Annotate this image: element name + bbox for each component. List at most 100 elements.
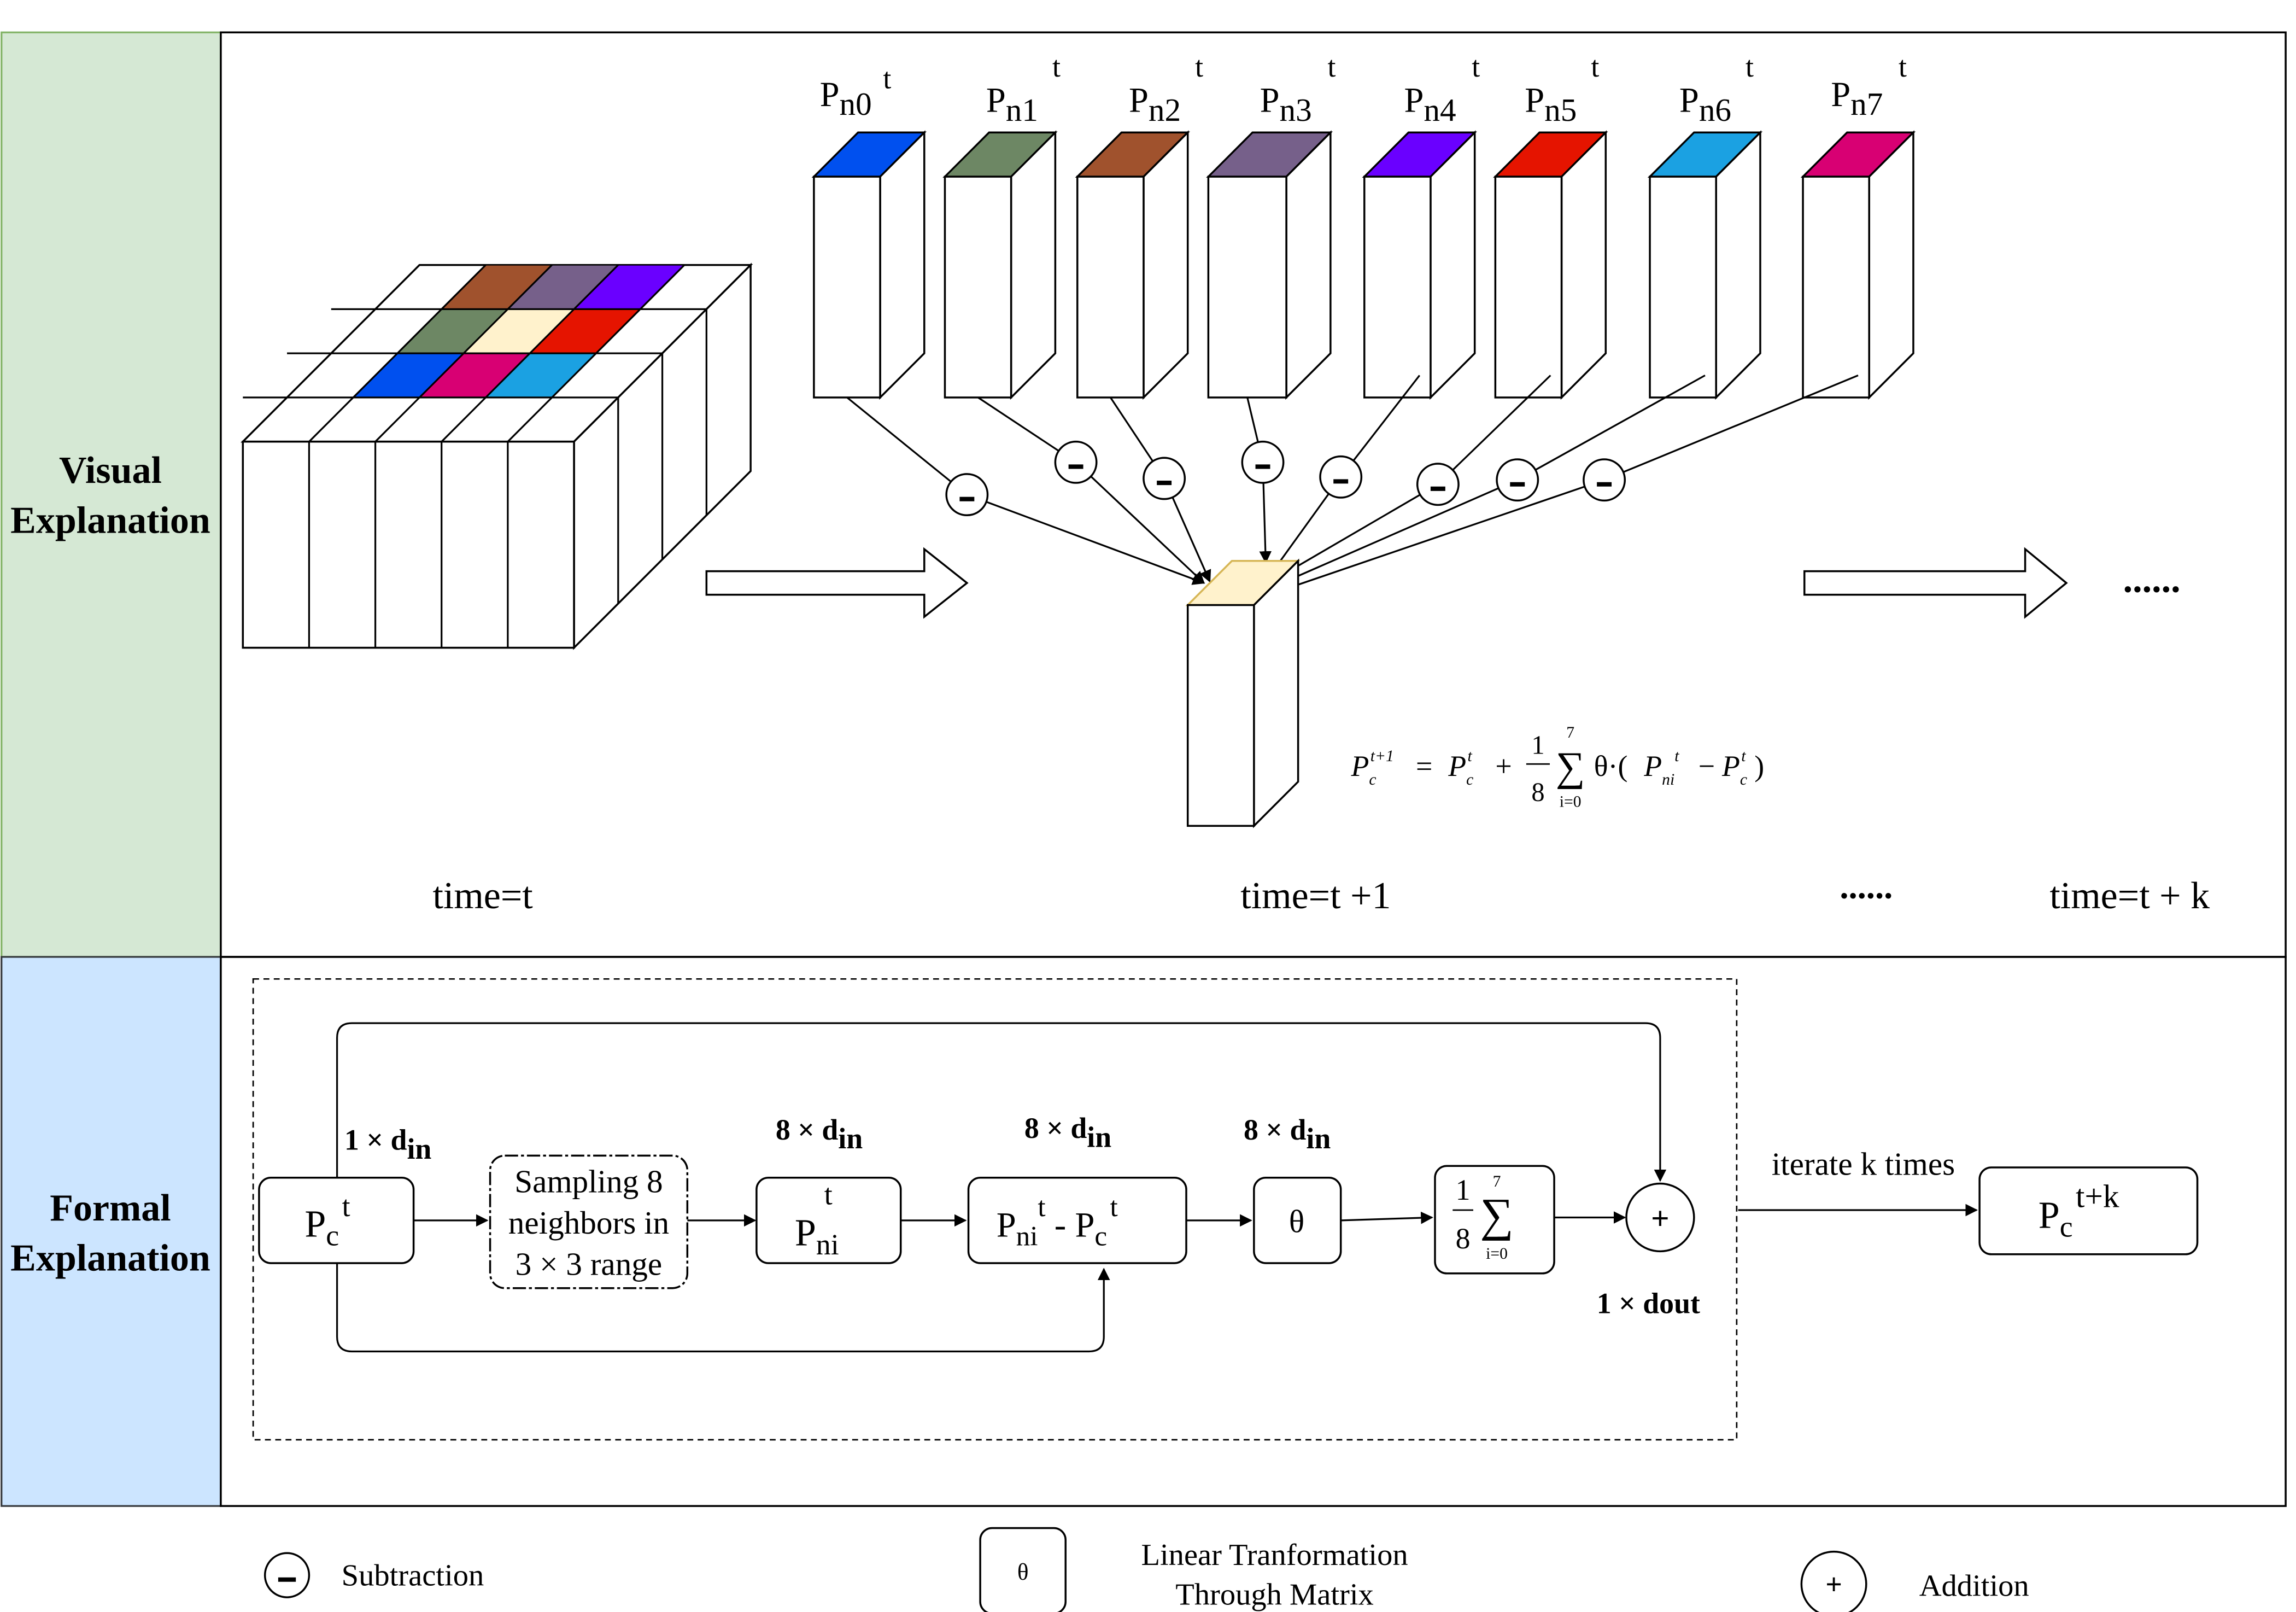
pni-t-label: Pnit <box>795 1178 839 1261</box>
dim-label-3: 8 × din <box>1024 1112 1111 1153</box>
dim-label-4: 8 × din <box>1244 1113 1331 1155</box>
time-label-t: time=t <box>432 875 533 917</box>
sampling-line-3: 3 × 3 range <box>516 1246 663 1282</box>
neighbor-label-n3: Pn3 <box>1260 80 1312 128</box>
subtraction-node-n0 <box>945 473 989 517</box>
neighbor-sup-n0: t <box>883 62 891 95</box>
svg-text:∑: ∑ <box>1556 744 1585 790</box>
time-label-tk: time=t + k <box>2049 875 2210 917</box>
neighbor-sup-n7: t <box>1899 50 1907 83</box>
visual-label-line2: Explanation <box>10 500 210 542</box>
neighbor-sup-n2: t <box>1195 50 1203 83</box>
legend-subtraction-label: Subtraction <box>342 1559 484 1593</box>
legend-linear-line1: Linear Tranformation <box>1141 1538 1408 1572</box>
svg-text:1: 1 <box>1531 731 1544 760</box>
neighbor-label-n4: Pn4 <box>1404 80 1456 128</box>
neighbor-sup-n1: t <box>1052 50 1061 83</box>
svg-text:i=0: i=0 <box>1560 793 1582 810</box>
visual-section-label-bg <box>1 31 222 958</box>
sampling-line-2: neighbors in <box>508 1205 669 1241</box>
neighbor-column-n3 <box>1206 130 1333 400</box>
svg-text:8: 8 <box>1456 1222 1471 1255</box>
svg-text:Pct: Pct <box>1721 747 1747 789</box>
time-label-dots: ...... <box>1840 866 1893 906</box>
subtraction-node-n4 <box>1319 455 1363 499</box>
svg-text:Pnit: Pnit <box>1643 747 1679 789</box>
subtraction-node-n3 <box>1241 440 1285 484</box>
dashed-boundary <box>252 978 1738 1441</box>
block-arrow-1 <box>705 547 969 619</box>
svg-text:7: 7 <box>1566 724 1574 741</box>
visual-label-line1: Visual <box>59 449 162 492</box>
addition-node <box>1625 1182 1695 1253</box>
svg-text:8: 8 <box>1531 778 1544 807</box>
svg-text:7: 7 <box>1493 1173 1501 1190</box>
svg-text:i=0: i=0 <box>1486 1245 1508 1263</box>
svg-text:): ) <box>1754 750 1764 782</box>
neighbor-sup-n4: t <box>1472 50 1480 83</box>
formal-connectors <box>336 1022 1978 1353</box>
svg-text:=: = <box>1416 750 1432 782</box>
neighbor-column-n6 <box>1647 130 1763 400</box>
update-equation: Pct+1 = Pct + 1 8 7 ∑ i=0 θ·( Pnit − Pct… <box>1351 724 1765 811</box>
neighbor-column-n2 <box>1075 130 1190 400</box>
neighbor-sup-n3: t <box>1327 50 1336 83</box>
neighbor-column-n5 <box>1493 130 1608 400</box>
neighbor-column-n7 <box>1800 130 1916 400</box>
svg-text:+: + <box>1495 750 1512 782</box>
pc-tk-label: Pct+k <box>2039 1178 2119 1243</box>
formal-section-frame <box>220 956 2287 1507</box>
subtraction-node-n1 <box>1054 440 1098 484</box>
center-column <box>1185 558 1301 828</box>
legend-addition-label: Addition <box>1919 1569 2029 1603</box>
theta-box <box>1253 1177 1342 1264</box>
sampling-line-1: Sampling 8 <box>514 1164 663 1200</box>
neighbor-label-n7: Pn7 <box>1831 74 1883 122</box>
neighbor-column-n4 <box>1362 130 1477 400</box>
svg-text:θ·(: θ·( <box>1594 750 1628 782</box>
svg-text:∑: ∑ <box>1480 1189 1513 1241</box>
neighbor-sup-n5: t <box>1591 50 1599 83</box>
iterate-label: iterate k times <box>1772 1146 1955 1182</box>
neighbor-label-n2: Pn2 <box>1129 80 1181 128</box>
dout-label: 1 × dout <box>1597 1287 1700 1319</box>
legend-subtraction-icon <box>263 1552 311 1598</box>
grid-lines <box>243 264 707 648</box>
time-label-t1: time=t +1 <box>1240 875 1391 917</box>
legend: Subtraction θ Linear Tranformation Throu… <box>263 1527 2029 1612</box>
average-box <box>1434 1165 1555 1275</box>
subtraction-node-n6 <box>1496 458 1539 502</box>
difference-box <box>967 1177 1187 1264</box>
neighbor-label-n1: Pn1 <box>986 80 1038 128</box>
addition-node-symbol: + <box>1651 1200 1670 1236</box>
svg-text:1: 1 <box>1456 1173 1471 1206</box>
subtraction-node-n5 <box>1416 463 1460 506</box>
subtraction-node-n2 <box>1143 457 1186 500</box>
neighbor-label-n0: Pn0 <box>820 74 872 122</box>
ellipsis-right: ...... <box>2123 558 2181 600</box>
formal-label-line1: Formal <box>50 1187 171 1229</box>
subtraction-node-n7 <box>1583 458 1626 502</box>
legend-theta-icon <box>979 1527 1067 1612</box>
formal-section-label-bg <box>1 956 222 1507</box>
neighbor-sup-n6: t <box>1746 50 1754 83</box>
dim-label-1: 1 × din <box>344 1124 431 1165</box>
neighbor-column-n1 <box>942 130 1058 400</box>
svg-text:+: + <box>1825 1568 1842 1601</box>
block-arrow-2 <box>1803 547 2068 619</box>
theta-label: θ <box>1289 1203 1304 1239</box>
pc-tk-box <box>1978 1166 2199 1255</box>
legend-addition-icon <box>1800 1550 1867 1612</box>
neighbor-arrows <box>846 375 1859 597</box>
svg-text:−: − <box>1698 750 1715 782</box>
svg-text:Pct: Pct <box>1448 747 1473 789</box>
neighbor-label-n5: Pn5 <box>1525 80 1577 128</box>
pni-t-box <box>755 1177 902 1264</box>
dim-label-2: 8 × din <box>776 1113 863 1155</box>
neighbor-column-n0 <box>811 130 927 400</box>
formal-label-line2: Explanation <box>10 1237 210 1279</box>
sampling-box <box>489 1154 689 1289</box>
pc-t-label: Pct <box>304 1190 350 1252</box>
